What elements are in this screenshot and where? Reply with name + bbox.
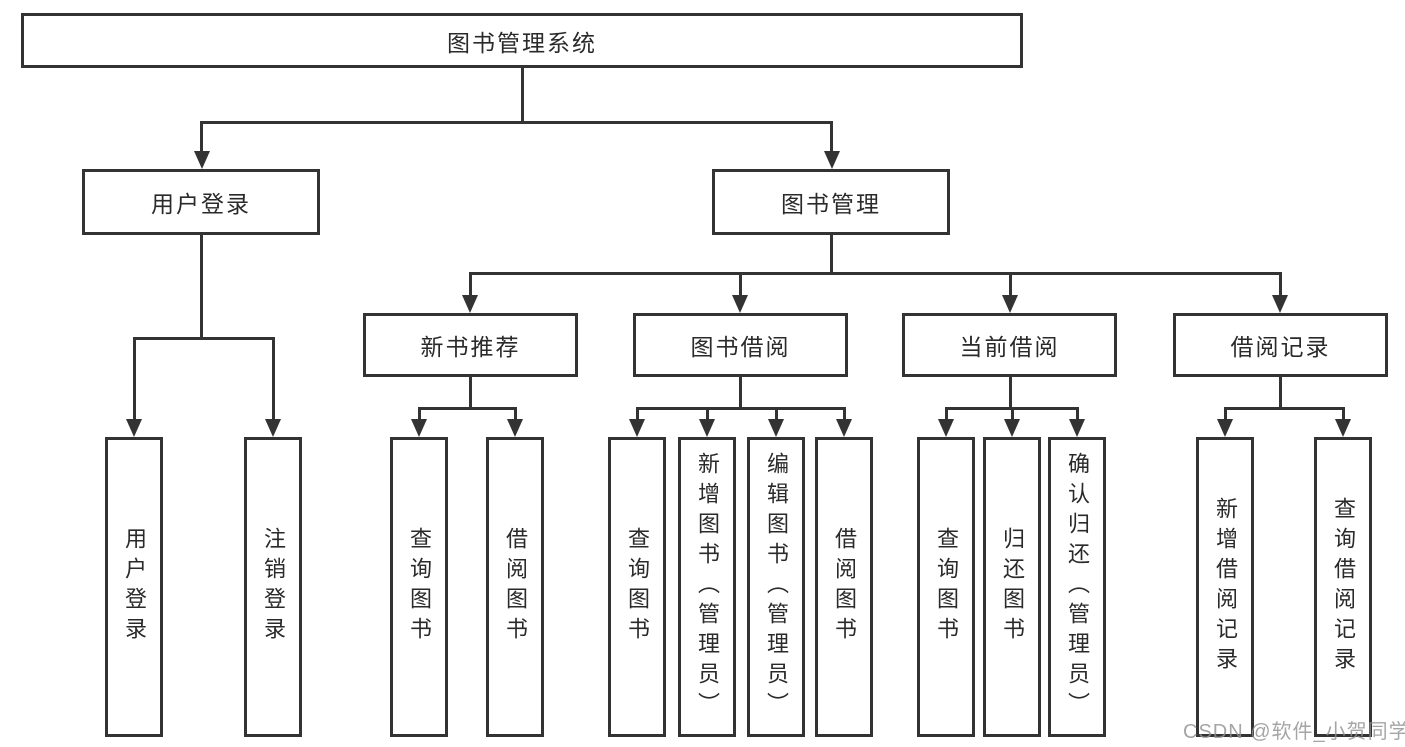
connector-user-login-stem — [200, 233, 203, 340]
connector-to-leaf-logout — [272, 337, 275, 421]
connector-current-borrow-stem — [1009, 375, 1012, 410]
arrowhead-leaf-br-query — [1335, 419, 1351, 437]
connector-new-books-stem — [469, 375, 472, 410]
leaf-cb-confirm-return-admin: 确认归还（管理员） — [1048, 437, 1106, 737]
arrowhead-book-mgmt — [824, 151, 840, 169]
connector-root-branch — [200, 121, 833, 124]
connector-user-login-branch — [133, 337, 275, 340]
node-user-login-label: 用户登录 — [151, 191, 251, 217]
arrowhead-new-books — [462, 295, 478, 313]
leaf-bb-query-book: 查询图书 — [608, 437, 666, 737]
connector-to-leaf-nb-query — [418, 407, 421, 421]
connector-root-to-book-mgmt — [830, 121, 833, 153]
node-new-books: 新书推荐 — [363, 313, 578, 377]
arrowhead-leaf-bb-add — [699, 419, 715, 437]
leaf-bb-edit-book-admin: 编辑图书（管理员） — [747, 437, 805, 737]
node-root-label: 图书管理系统 — [447, 29, 597, 56]
connector-to-leaf-cb-query — [945, 407, 948, 421]
arrowhead-leaf-bb-edit — [768, 419, 784, 437]
connector-new-books-branch — [418, 407, 517, 410]
connector-to-leaf-bb-borrow — [843, 407, 846, 421]
leaf-cb-return-book-label: 归还图书 — [1000, 527, 1025, 647]
connector-to-leaf-br-query — [1342, 407, 1345, 421]
connector-to-leaf-cb-confirm — [1076, 407, 1079, 421]
arrowhead-current-borrow — [1002, 295, 1018, 313]
leaf-bb-edit-book-admin-label: 编辑图书（管理员） — [764, 452, 789, 722]
leaf-bb-add-book-admin-label: 新增图书（管理员） — [695, 452, 720, 722]
leaf-br-query-record: 查询借阅记录 — [1314, 437, 1372, 737]
node-new-books-label: 新书推荐 — [420, 334, 521, 360]
node-user-login: 用户登录 — [82, 169, 320, 235]
leaf-nb-borrow-book-label: 借阅图书 — [503, 527, 528, 647]
leaf-nb-query-book-label: 查询图书 — [407, 527, 432, 647]
arrowhead-leaf-bb-query — [629, 419, 645, 437]
connector-to-leaf-bb-query — [636, 407, 639, 421]
arrowhead-leaf-cb-confirm — [1069, 419, 1085, 437]
arrowhead-leaf-nb-borrow — [507, 419, 523, 437]
arrowhead-leaf-cb-query — [938, 419, 954, 437]
arrowhead-leaf-cb-return — [1004, 419, 1020, 437]
csdn-watermark: CSDN @软件_小贺同学 — [1183, 721, 1405, 743]
leaf-cb-confirm-return-admin-label: 确认归还（管理员） — [1065, 452, 1090, 722]
connector-to-leaf-cb-return — [1011, 407, 1014, 421]
connector-to-leaf-user-login — [133, 337, 136, 421]
connector-root-stem — [521, 66, 524, 124]
connector-borrow-records-branch — [1224, 407, 1344, 410]
leaf-nb-query-book: 查询图书 — [390, 437, 448, 737]
leaf-bb-add-book-admin: 新增图书（管理员） — [678, 437, 736, 737]
node-book-mgmt: 图书管理 — [712, 169, 950, 235]
node-book-borrow-label: 图书借阅 — [690, 334, 791, 360]
connector-to-current-borrow — [1009, 272, 1012, 297]
leaf-br-add-record: 新增借阅记录 — [1196, 437, 1254, 737]
connector-to-leaf-bb-add — [706, 407, 709, 421]
arrowhead-book-borrow — [732, 295, 748, 313]
connector-book-borrow-branch — [636, 407, 846, 410]
leaf-logout-label: 注销登录 — [261, 527, 286, 647]
connector-root-to-user-login — [200, 121, 203, 153]
connector-to-new-books — [469, 272, 472, 297]
arrowhead-leaf-nb-query — [411, 419, 427, 437]
connector-borrow-records-stem — [1279, 375, 1282, 410]
leaf-br-query-record-label: 查询借阅记录 — [1331, 497, 1356, 677]
leaf-bb-query-book-label: 查询图书 — [625, 527, 650, 647]
node-borrow-records: 借阅记录 — [1173, 313, 1388, 377]
arrowhead-user-login — [194, 151, 210, 169]
connector-book-mgmt-branch — [469, 272, 1281, 275]
connector-to-borrow-records — [1279, 272, 1282, 297]
leaf-cb-query-book: 查询图书 — [917, 437, 975, 737]
leaf-user-login-label: 用户登录 — [122, 527, 147, 647]
arrowhead-leaf-br-add — [1217, 419, 1233, 437]
node-root: 图书管理系统 — [21, 13, 1023, 68]
connector-to-leaf-br-add — [1224, 407, 1227, 421]
connector-book-borrow-stem — [739, 375, 742, 410]
node-current-borrow-label: 当前借阅 — [959, 334, 1060, 360]
leaf-user-login: 用户登录 — [105, 437, 163, 737]
connector-to-book-borrow — [739, 272, 742, 297]
leaf-logout: 注销登录 — [244, 437, 302, 737]
leaf-bb-borrow-book: 借阅图书 — [815, 437, 873, 737]
leaf-cb-return-book: 归还图书 — [983, 437, 1041, 737]
leaf-br-add-record-label: 新增借阅记录 — [1213, 497, 1238, 677]
connector-to-leaf-bb-edit — [775, 407, 778, 421]
leaf-cb-query-book-label: 查询图书 — [934, 527, 959, 647]
arrowhead-leaf-bb-borrow — [836, 419, 852, 437]
arrowhead-borrow-records — [1272, 295, 1288, 313]
node-borrow-records-label: 借阅记录 — [1230, 334, 1331, 360]
node-book-borrow: 图书借阅 — [633, 313, 848, 377]
leaf-bb-borrow-book-label: 借阅图书 — [832, 527, 857, 647]
connector-to-leaf-nb-borrow — [514, 407, 517, 421]
leaf-nb-borrow-book: 借阅图书 — [486, 437, 544, 737]
arrowhead-leaf-logout — [265, 419, 281, 437]
arrowhead-leaf-user-login — [126, 419, 142, 437]
node-book-mgmt-label: 图书管理 — [781, 191, 881, 217]
node-current-borrow: 当前借阅 — [902, 313, 1117, 377]
connector-book-mgmt-stem — [830, 233, 833, 275]
